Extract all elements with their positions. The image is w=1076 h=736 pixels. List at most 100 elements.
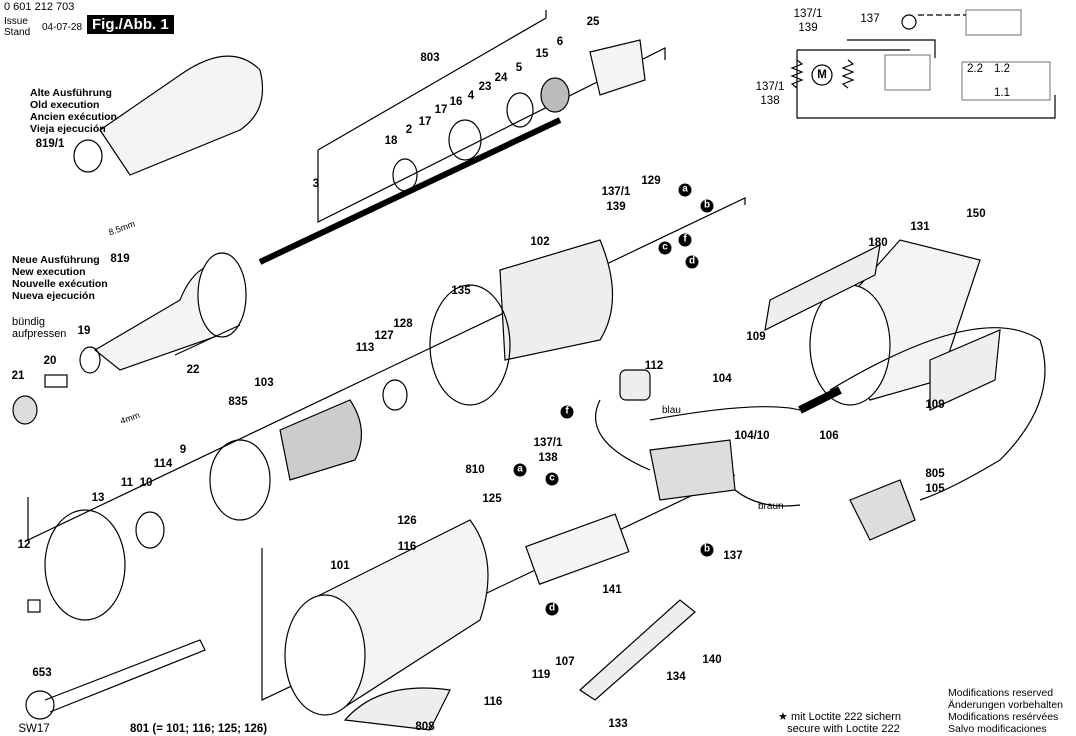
press-2: aufpressen [12,328,67,340]
part-label: 134 [666,671,686,683]
new-en: New execution [12,266,86,278]
connector-marker: c [658,241,672,255]
part-label: 17 [434,104,448,116]
gear-6 [540,77,570,113]
part-12 [27,599,41,613]
old-housing [99,55,264,176]
terminal-2-2: 2.2 [967,63,983,75]
part-label: 11 [120,477,134,489]
connector-marker: d [545,602,559,616]
connector-marker: a [678,183,692,197]
new-housing-flange [197,252,247,338]
slide-134 [579,599,696,701]
part-label: 22 [186,364,200,376]
part-label: 15 [535,48,549,60]
part-label: 21 [11,370,25,382]
bearing-18 [392,158,418,192]
loctite-en: secure with Loctite 222 [787,723,900,735]
part-label: 137/1 [533,437,563,449]
ring-19 [79,346,101,374]
baffle-135 [429,284,511,406]
ring-819-1 [73,139,103,173]
wrench-653 [44,639,206,713]
part-label: 129 [641,175,661,187]
part-label: 9 [179,444,187,456]
connector-marker: b [700,199,714,213]
part-label: 105 [925,483,945,495]
part-label: 20 [43,355,57,367]
connector-marker: f [560,405,574,419]
part-label: 23 [478,81,492,93]
new-fr: Nouvelle exécution [12,278,108,290]
part-label: 137/1 [601,186,631,198]
part-label: 125 [482,493,502,505]
part-label: 103 [254,377,274,389]
schem-137-1: 137/1 [755,81,785,93]
schem-138: 138 [760,95,780,107]
part-label: 128 [393,318,413,330]
mod-de: Änderungen vorbehalten [948,699,1064,711]
connector-marker: f [678,233,692,247]
old-es: Vieja ejecución [30,123,106,135]
loctite-de: mit Loctite 222 sichern [790,711,901,723]
part-label: 180 [868,237,888,249]
switch-104 [649,439,736,501]
part-label: 17 [418,116,432,128]
part-label: 138 [538,452,558,464]
housing-101-opening [284,594,366,716]
bearing-4 [448,119,482,161]
part-label: 131 [910,221,930,233]
wrench-head [25,690,55,720]
part-label: 819 [110,253,130,265]
part-label: 3 [312,178,320,190]
part-label: 112 [644,360,664,372]
terminal-1-1: 1.1 [994,87,1010,99]
bearing-10 [135,511,165,549]
part-label: 113 [355,342,375,354]
part-label: 127 [374,330,394,342]
part-label: 150 [966,208,986,220]
part-label: 10 [139,477,153,489]
mod-fr: Modifications resérvées [948,711,1059,723]
mod-es: Salvo modificaciones [948,723,1047,735]
terminal-1-2: 1.2 [994,63,1010,75]
bearing-5 [506,92,534,128]
part-label: 137 [723,550,743,562]
cable [829,327,1046,501]
plug-105 [849,479,916,541]
connector-marker: c [545,472,559,486]
part-label: 114 [153,458,173,470]
part-label: 4 [467,90,475,102]
fan-835 [209,439,271,521]
part-label: 140 [702,654,722,666]
issue-de: Stand [4,27,31,38]
part-label: 5 [515,62,523,74]
kit-note: 801 (= 101; 116; 125; 126) [130,723,268,735]
part-label: 141 [602,584,622,596]
issue-date: 04-07-28 [42,22,83,33]
switch-141 [525,513,630,585]
label-180 [764,243,881,332]
label-109 [929,329,1001,411]
part-label: 101 [330,560,350,572]
part-label: 25 [586,16,600,28]
part-label: 2 [405,124,413,136]
nut-20 [44,374,68,388]
old-de: Alte Ausführung [30,87,112,99]
part-label: 835 [228,396,248,408]
loctite-note: ★ mit Loctite 222 sichern secure with Lo… [778,711,901,735]
part-label: 139 [606,201,626,213]
wires [595,399,801,507]
connector-marker: a [513,463,527,477]
part-label: 12 [17,539,31,551]
field-102 [499,239,613,361]
part-label: 805 [925,468,945,480]
part-label: 104/10 [734,430,770,442]
schem-137-1-top: 137/1 [793,8,823,20]
label-808 [343,687,451,731]
new-de: Neue Ausführung [12,254,100,266]
